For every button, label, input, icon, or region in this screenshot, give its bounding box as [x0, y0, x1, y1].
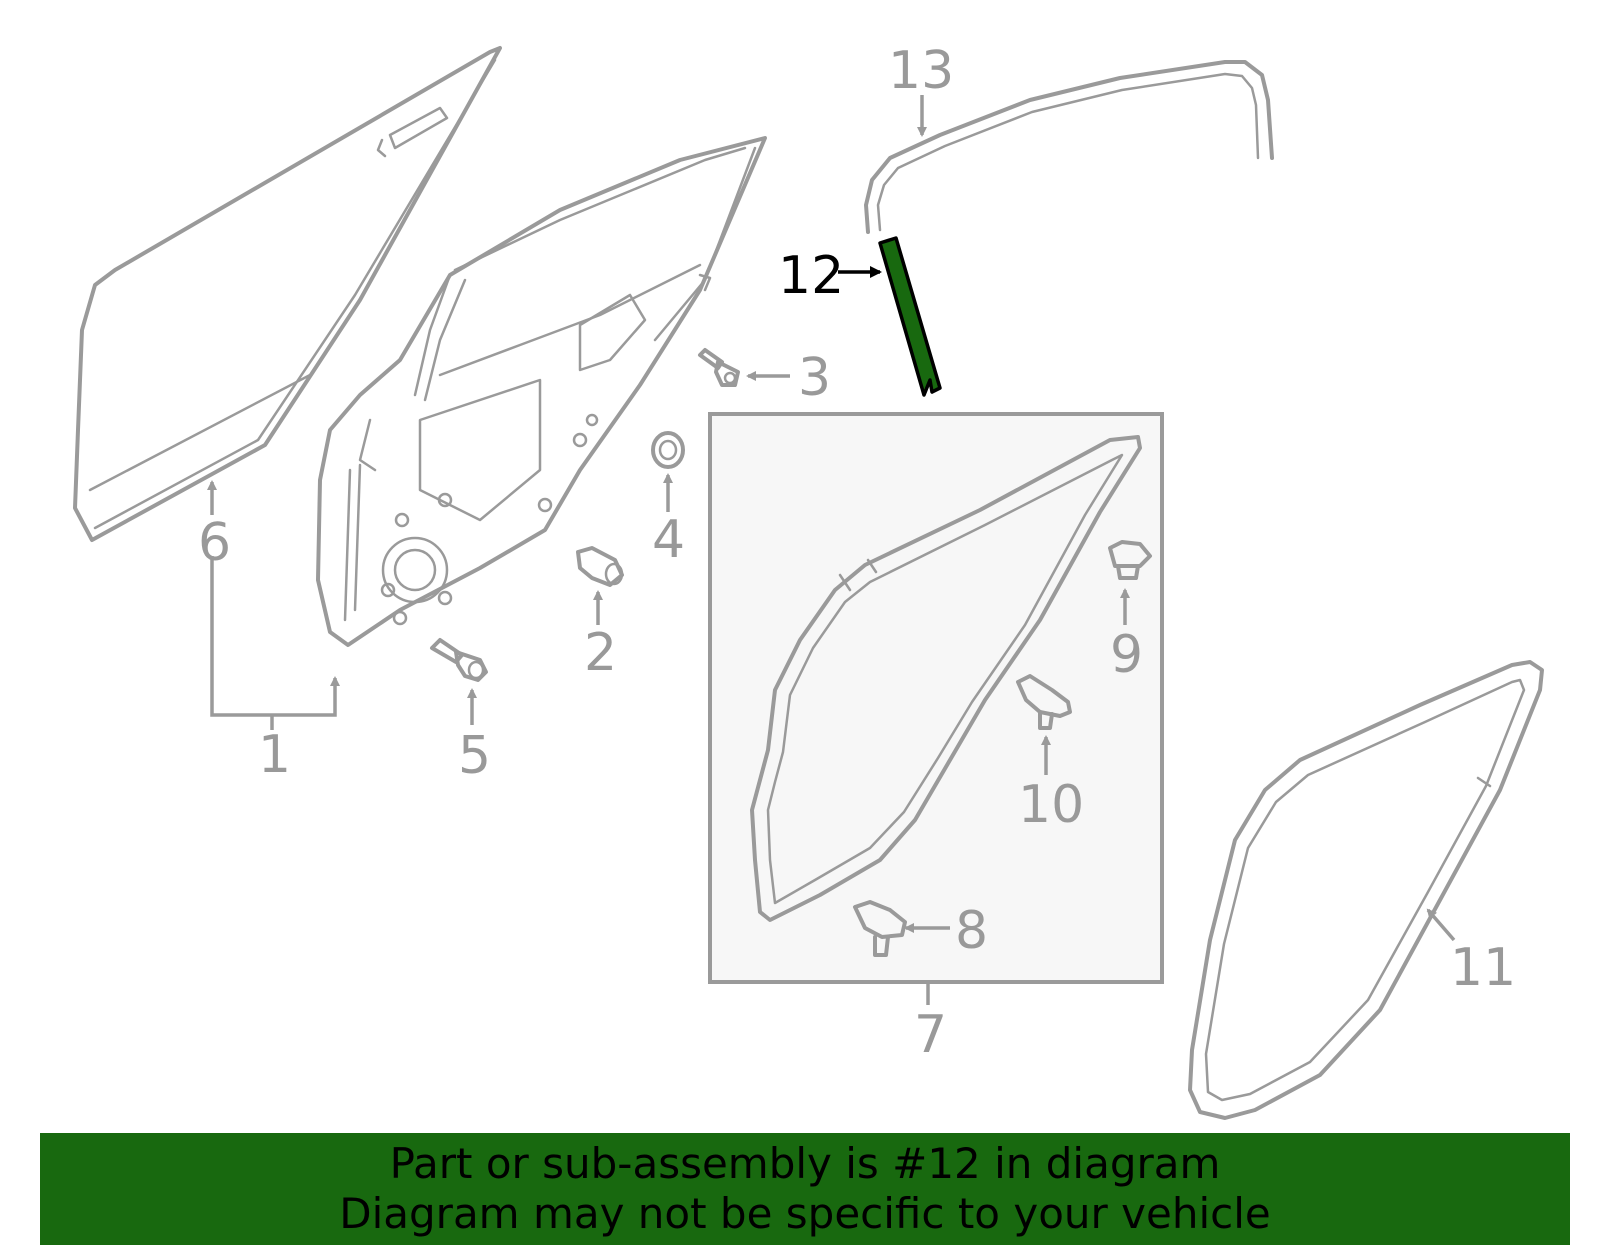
- callout-9: 9: [1110, 625, 1143, 685]
- callout-4: 4: [652, 510, 685, 570]
- bolt-part: [698, 348, 740, 387]
- weatherstrip-kit-box: [708, 412, 1164, 984]
- body-weatherstrip-part: [1188, 660, 1544, 1120]
- banner-line-2: Diagram may not be specific to your vehi…: [339, 1189, 1271, 1238]
- callout-6: 6: [198, 513, 231, 573]
- banner-line-1: Part or sub-assembly is #12 in diagram: [389, 1139, 1221, 1188]
- callout-12: 12: [778, 246, 844, 306]
- leader-lines: [207, 95, 1456, 1005]
- callout-11: 11: [1450, 938, 1516, 998]
- callout-3: 3: [798, 348, 831, 408]
- clip-part-9: [1108, 540, 1152, 580]
- callout-2: 2: [584, 623, 617, 683]
- grommet-part: [651, 431, 685, 469]
- clip-part-8: [853, 900, 907, 957]
- callout-13: 13: [888, 41, 954, 101]
- callout-1: 1: [258, 725, 291, 785]
- callout-10: 10: [1018, 775, 1084, 835]
- pin-part: [576, 546, 624, 587]
- door-glass-part: [73, 46, 502, 542]
- upper-weatherstrip-part: [864, 60, 1274, 234]
- callout-8: 8: [955, 901, 988, 961]
- callout-5: 5: [458, 726, 491, 786]
- door-shell-part: [316, 136, 767, 647]
- door-weatherstrip-part: [750, 435, 1142, 922]
- highlighted-part-12: [878, 236, 942, 397]
- clip-part-10: [1016, 674, 1072, 730]
- callout-7: 7: [914, 1005, 947, 1065]
- door-bolt-part: [430, 638, 488, 682]
- info-banner: Part or sub-assembly is #12 in diagram D…: [40, 1133, 1570, 1245]
